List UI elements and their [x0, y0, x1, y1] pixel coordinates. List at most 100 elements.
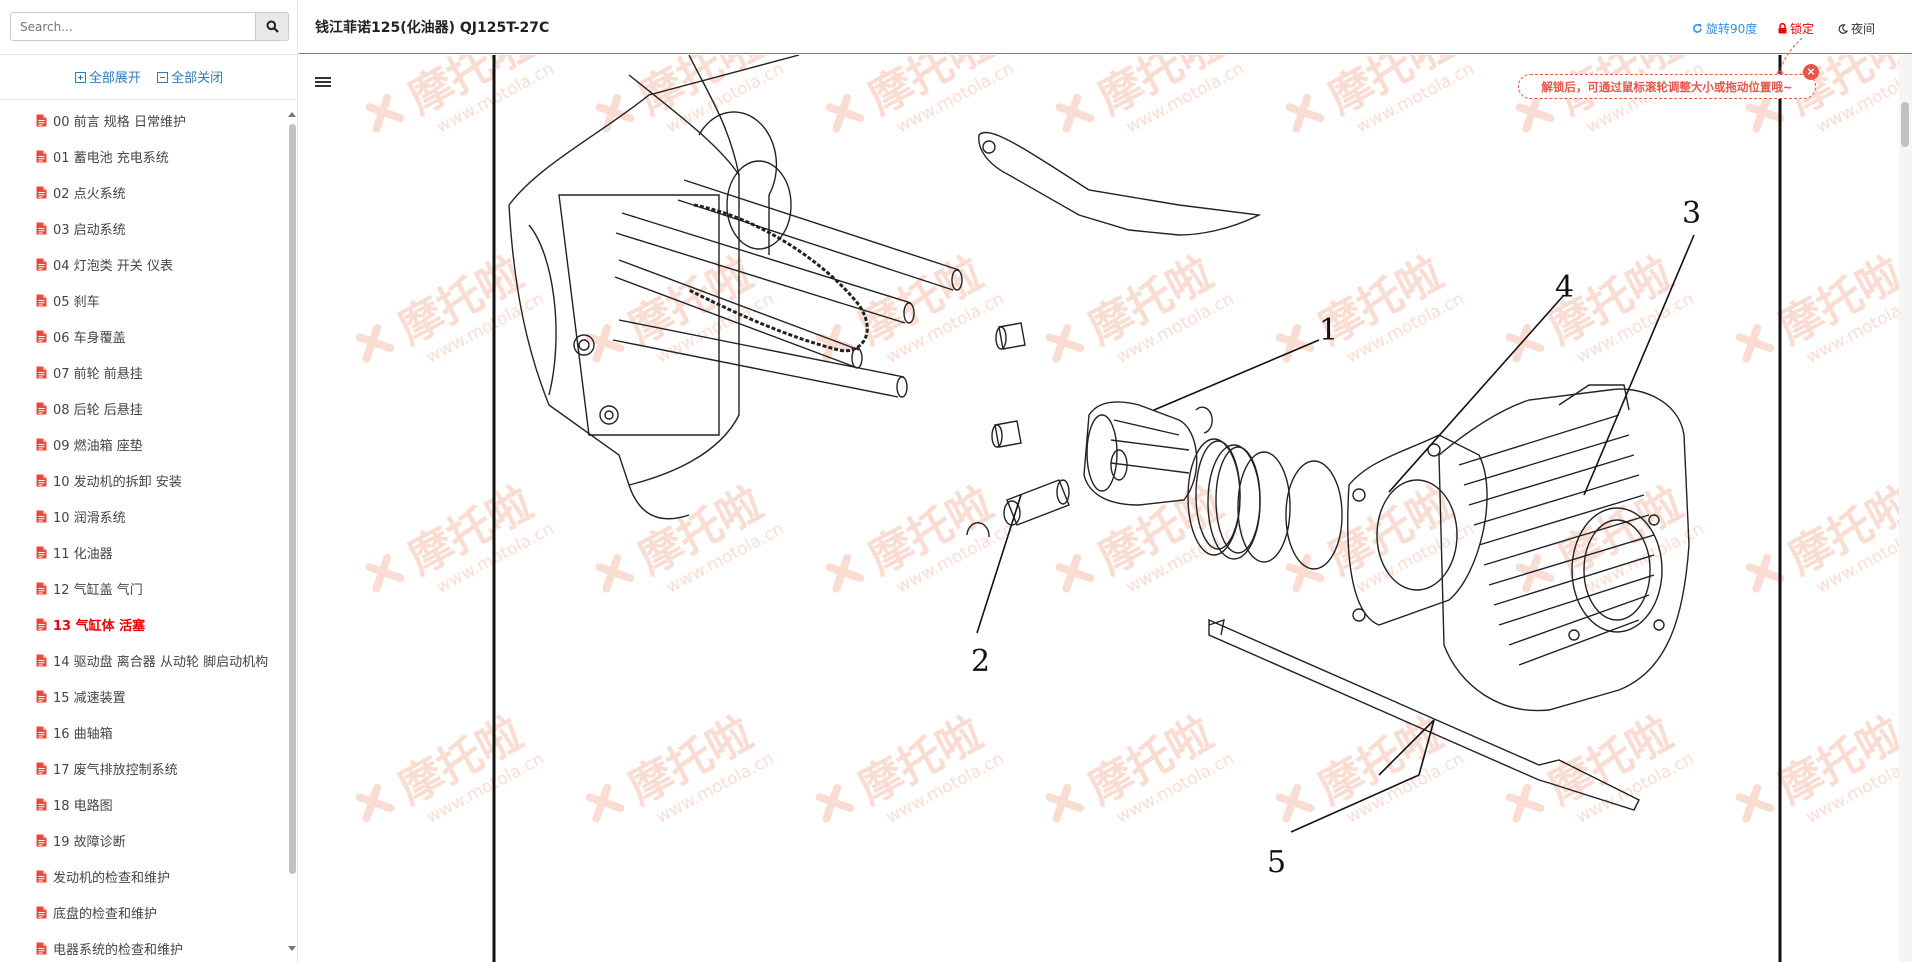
toc-item[interactable]: 04 灯泡类 开关 仪表 [36, 254, 173, 274]
toc-item-label: 10 润滑系统 [53, 510, 126, 526]
document-icon [36, 222, 47, 234]
toc-item[interactable]: 19 故障诊断 [36, 830, 126, 850]
viewer-scrollbar[interactable] [1899, 55, 1912, 962]
toc-item[interactable]: 电器系统的检查和维护 [36, 938, 183, 958]
toc-item[interactable]: 14 驱动盘 离合器 从动轮 脚启动机构 [36, 650, 268, 670]
toc-item[interactable]: 00 前言 规格 日常维护 [36, 110, 186, 130]
wrench-icon [1045, 323, 1085, 363]
toc-item-label: 09 燃油箱 座垫 [53, 438, 143, 454]
toc-item-label: 发动机的检查和维护 [53, 870, 171, 886]
expand-all-button[interactable]: 全部展开 [74, 71, 141, 86]
wrench-icon [1745, 93, 1785, 133]
document-icon [36, 402, 47, 414]
toc-item-label: 底盘的检查和维护 [53, 906, 158, 922]
document-icon [36, 618, 47, 630]
wrench-icon [815, 783, 855, 823]
document-icon [36, 186, 47, 198]
expand-controls: 全部展开 全部关闭 [0, 67, 298, 86]
toc-item[interactable]: 13 气缸体 活塞 [36, 614, 145, 634]
sidebar-scrollbar[interactable] [287, 108, 297, 962]
viewer-scroll-thumb[interactable] [1901, 102, 1909, 147]
sidebar: 全部展开 全部关闭 00 前言 规格 日常维护 01 蓄电池 充电系统 02 点火系… [0, 0, 298, 962]
scroll-down-arrow-icon[interactable] [288, 946, 296, 951]
wrench-icon [1515, 553, 1555, 593]
wrench-icon [1505, 783, 1545, 823]
toc-item-label: 电器系统的检查和维护 [53, 942, 184, 958]
toc-item[interactable]: 16 曲轴箱 [36, 722, 113, 742]
wrench-icon [1735, 783, 1775, 823]
document-icon [36, 798, 47, 810]
header-bar: 钱江菲诺125(化油器) QJ125T-27C 旋转90度 锁定 夜间 [299, 0, 1912, 54]
toc-item[interactable]: 17 废气排放控制系统 [36, 758, 178, 778]
wrench-icon [1515, 93, 1555, 133]
document-icon [36, 474, 47, 486]
wrench-icon [1745, 553, 1785, 593]
document-icon [36, 294, 47, 306]
toc-item[interactable]: 05 刹车 [36, 290, 100, 310]
tip-close-button[interactable]: × [1803, 64, 1819, 80]
rotate-button[interactable]: 旋转90度 [1692, 20, 1757, 37]
toc-item[interactable]: 06 车身覆盖 [36, 326, 126, 346]
search-button[interactable] [255, 13, 288, 40]
document-icon [36, 906, 47, 918]
document-icon [36, 726, 47, 738]
menu-icon[interactable] [315, 77, 331, 89]
divider [0, 99, 298, 100]
moon-icon [1838, 23, 1848, 34]
toc-item[interactable]: 03 启动系统 [36, 218, 126, 238]
wrench-icon [355, 323, 395, 363]
document-icon [36, 330, 47, 342]
toc-item[interactable]: 10 发动机的拆卸 安装 [36, 470, 182, 490]
collapse-all-label: 全部关闭 [171, 71, 224, 86]
toc-item[interactable]: 18 电路图 [36, 794, 113, 814]
leader-lines [976, 234, 1695, 833]
lock-button[interactable]: 锁定 [1778, 20, 1814, 37]
toc-item-label: 01 蓄电池 充电系统 [53, 150, 169, 166]
divider [0, 54, 298, 55]
toc-item[interactable]: 发动机的检查和维护 [36, 866, 170, 886]
toc-item[interactable]: 底盘的检查和维护 [36, 902, 157, 922]
toc-item-label: 19 故障诊断 [53, 834, 126, 850]
sidebar-scroll-thumb[interactable] [289, 124, 296, 874]
collapse-all-button[interactable]: 全部关闭 [157, 71, 223, 86]
toc-item[interactable]: 09 燃油箱 座垫 [36, 434, 143, 454]
search-input[interactable] [11, 13, 255, 40]
expand-all-label: 全部展开 [88, 71, 141, 86]
wrench-icon [595, 553, 635, 593]
wrench-icon [825, 553, 865, 593]
toc-item[interactable]: 07 前轮 前悬挂 [36, 362, 143, 382]
lock-label: 锁定 [1790, 22, 1815, 36]
toc-item[interactable]: 10 润滑系统 [36, 506, 126, 526]
toc-item-label: 14 驱动盘 离合器 从动轮 脚启动机构 [53, 654, 269, 670]
toc-item-label: 10 发动机的拆卸 安装 [53, 474, 182, 490]
document-icon [36, 870, 47, 882]
toc-item-label: 15 减速装置 [53, 690, 126, 706]
toc-item[interactable]: 02 点火系统 [36, 182, 126, 202]
toc-item[interactable]: 15 减速装置 [36, 686, 126, 706]
toc-item[interactable]: 01 蓄电池 充电系统 [36, 146, 169, 166]
toc-item-label: 08 后轮 后悬挂 [53, 402, 143, 418]
toc-item[interactable]: 11 化油器 [36, 542, 113, 562]
wrench-icon [1735, 323, 1775, 363]
scroll-up-arrow-icon[interactable] [288, 112, 296, 117]
night-mode-button[interactable]: 夜间 [1838, 20, 1875, 37]
night-label: 夜间 [1851, 22, 1876, 36]
document-icon [36, 582, 47, 594]
toc-item[interactable]: 12 气缸盖 气门 [36, 578, 143, 598]
wrench-icon [1285, 93, 1325, 133]
unlock-tip: 解锁后，可通过鼠标滚轮调整大小或拖动位置哦~ [1518, 74, 1816, 99]
document-icon [36, 114, 47, 126]
toc-item-label: 13 气缸体 活塞 [53, 618, 146, 634]
toc-item[interactable]: 08 后轮 后悬挂 [36, 398, 143, 418]
